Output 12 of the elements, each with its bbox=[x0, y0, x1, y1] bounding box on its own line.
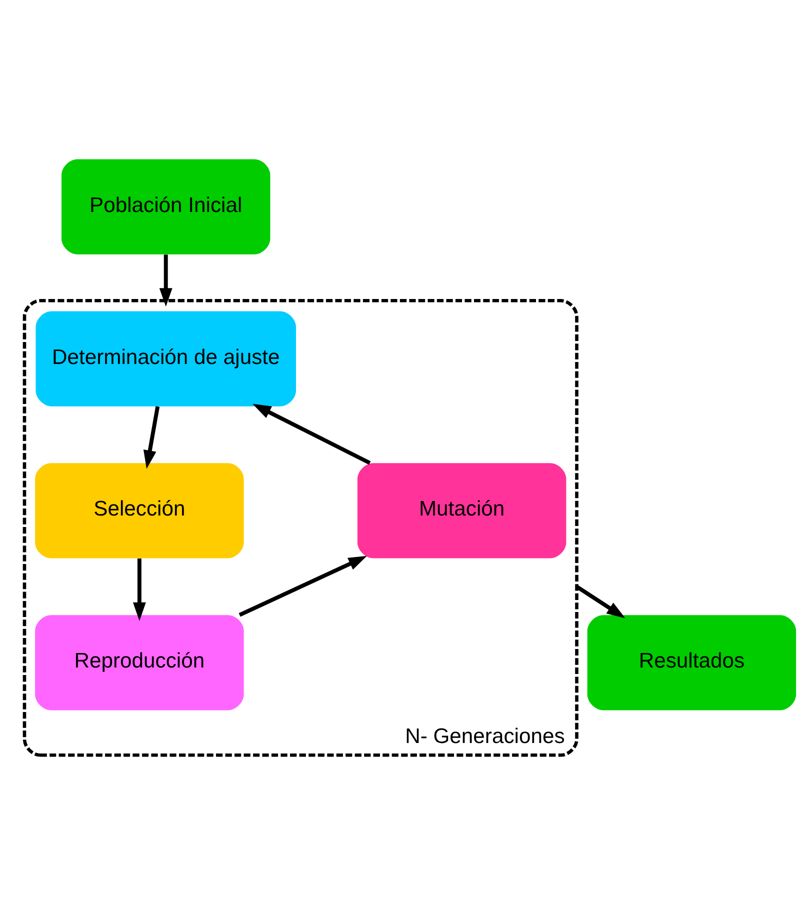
node-box: Población Inicial bbox=[62, 158, 270, 254]
node-box: Mutación bbox=[357, 462, 566, 558]
node-box: Determinación de ajuste bbox=[36, 310, 296, 406]
arrow bbox=[576, 584, 626, 618]
arrow bbox=[252, 403, 371, 464]
arrow bbox=[132, 558, 146, 620]
node-box: Selección bbox=[35, 462, 244, 558]
node-box: Reproducción bbox=[35, 614, 244, 710]
arrow bbox=[238, 555, 368, 616]
arrow bbox=[143, 406, 160, 468]
node-box: Resultados bbox=[587, 614, 796, 710]
arrow bbox=[159, 254, 172, 306]
